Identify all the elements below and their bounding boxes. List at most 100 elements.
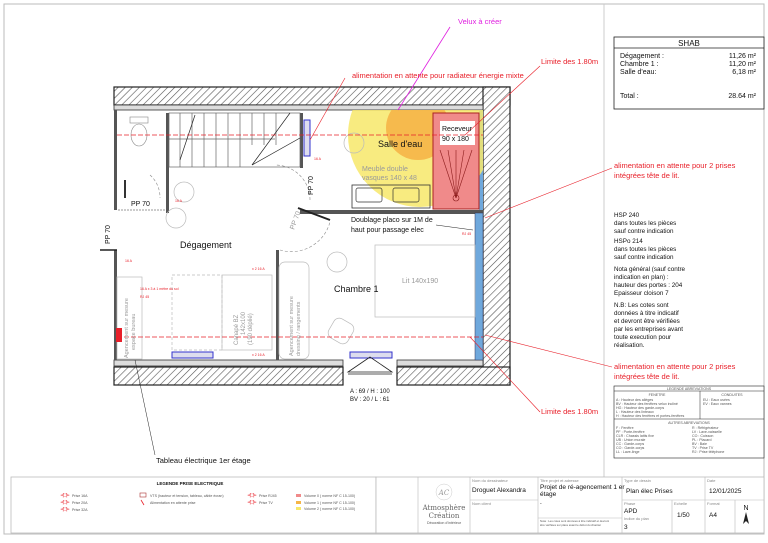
partition-bathroom <box>300 210 483 214</box>
bed <box>374 244 476 318</box>
wall-top <box>113 86 511 106</box>
designer-name: Droguet Alexandra <box>472 487 526 494</box>
staircase <box>168 112 301 168</box>
velux-note: Velux à créer <box>458 17 502 26</box>
sink-right <box>392 187 420 203</box>
svg-text:toute execution pour: toute execution pour <box>614 334 671 341</box>
north-label: N <box>743 505 748 512</box>
plan-index: 3 <box>624 524 628 531</box>
shower-label-bg <box>440 121 475 145</box>
drawing-type: Plan élec Prises <box>626 488 673 495</box>
svg-text:H : Hauteur des fenêtres et po: H : Hauteur des fenêtres et portes-fenêt… <box>616 414 685 418</box>
svg-text:VTS (hauteur et tension, table: VTS (hauteur et tension, tableau, câble … <box>150 494 224 498</box>
electrical-legend: LEGENDE PRISE ELECTRIQUE ⊰⊱⊰⊱⊰⊱⊰⊱⊰⊱ Pris… <box>10 476 377 534</box>
scale: 1/50 <box>677 512 690 519</box>
svg-text:hauteur des portes : 204: hauteur des portes : 204 <box>614 282 683 289</box>
svg-text:-: - <box>540 501 542 507</box>
svg-text:CC : Garde-corps: CC : Garde-corps <box>616 442 644 446</box>
velux-window-bottom <box>346 356 394 375</box>
svg-text:Prise TV: Prise TV <box>259 501 273 505</box>
shab-table: SHAB Dégagement : 11,26 m² Chambre 1 : 1… <box>613 36 765 110</box>
svg-text:Date: Date <box>707 478 716 483</box>
svg-text:espace bureau: espace bureau <box>131 314 137 350</box>
door-label-bathroom: PP 70 <box>308 176 315 195</box>
svg-text:Prise RJ45: Prise RJ45 <box>259 494 277 498</box>
vanity-size: vasques 140 x 48 <box>362 175 417 182</box>
svg-text:(190 déplié): (190 déplié) <box>248 313 254 345</box>
socket-rj45-hallway: RJ 45 <box>140 295 149 299</box>
svg-text:être vérifiées sur place avant: être vérifiées sur place avant le début … <box>540 523 601 527</box>
svg-text:Titre projet et adresse: Titre projet et adresse <box>540 478 580 483</box>
electrical-panel <box>116 328 122 342</box>
socket-16a-bathroom: 16 A <box>314 157 322 161</box>
partition-bedroom <box>276 250 279 360</box>
shab-label: Salle d'eau: <box>620 69 656 76</box>
svg-text:F : Fenêtre: F : Fenêtre <box>616 426 634 430</box>
svg-text:L : Hauteur des linteaux: L : Hauteur des linteaux <box>616 410 654 414</box>
shab-value: 11,20 m² <box>729 61 757 68</box>
storage-left <box>116 276 143 360</box>
socket-16a-wc: 16 A <box>175 199 183 203</box>
storage-bedroom <box>278 261 310 360</box>
svg-text:142x100: 142x100 <box>241 311 247 335</box>
svg-text:Indice du plan: Indice du plan <box>624 516 649 521</box>
shab-total-value: 28.64 m² <box>728 93 756 100</box>
svg-text:HG : Hauteur des garde-corps: HG : Hauteur des garde-corps <box>616 406 664 410</box>
svg-text:LV : Lave-vaisselle: LV : Lave-vaisselle <box>692 430 722 434</box>
svg-text:CLR : Chassis lattis fixe: CLR : Chassis lattis fixe <box>616 434 654 438</box>
svg-text:Agencement sur mesure: Agencement sur mesure <box>124 298 130 358</box>
svg-text:Epaisseur cloison 7: Epaisseur cloison 7 <box>614 290 669 297</box>
svg-text:Nom du dessinateur: Nom du dessinateur <box>472 478 508 483</box>
svg-text:N.B: Les cotes sont: N.B: Les cotes sont <box>614 302 669 309</box>
svg-text:réalisation.: réalisation. <box>614 342 645 349</box>
sink-left <box>355 187 383 203</box>
svg-text:Echelle: Echelle <box>674 501 688 506</box>
svg-text:dans toutes les pièces: dans toutes les pièces <box>614 220 676 227</box>
shab-value: 6,18 m² <box>732 69 756 76</box>
lining-note-2: haut pour passage elec <box>351 227 424 234</box>
svg-text:CONDUITES: CONDUITES <box>721 393 743 397</box>
vanity-label: Meuble double <box>362 166 408 173</box>
svg-text:PF : Porte-fenêtre: PF : Porte-fenêtre <box>616 430 645 434</box>
title-block: AC Atmosphère Création Décoration d'inté… <box>375 476 765 534</box>
svg-text:Prise 20A: Prise 20A <box>72 501 88 505</box>
shab-value: 11,26 m² <box>729 53 757 60</box>
limit-note-bottom: Limite des 1.80m <box>541 407 598 416</box>
svg-text:⊰⊱: ⊰⊱ <box>60 492 70 499</box>
svg-text:TV : Prise TV: TV : Prise TV <box>692 446 714 450</box>
socket-markers: 16 A 16 A 16 A x 2 16 A x 2 16 A RJ 45 1… <box>125 157 471 357</box>
svg-text:PL : Placard: PL : Placard <box>692 438 711 442</box>
bed-sockets-note-bottom-2: intégrées tête de lit. <box>614 372 679 381</box>
svg-text:et devront être vérifiées: et devront être vérifiées <box>614 318 680 325</box>
radiator-hallway <box>171 351 214 359</box>
wall-left-upper <box>114 110 117 210</box>
svg-text:HSPo 214: HSPo 214 <box>614 238 643 245</box>
svg-text:Volume 0 ( norme NF C 15-100): Volume 0 ( norme NF C 15-100) <box>304 494 355 498</box>
project-title-2: étage <box>540 491 557 498</box>
svg-text:sauf contre indication: sauf contre indication <box>614 228 674 235</box>
svg-text:FENETRE: FENETRE <box>649 393 666 397</box>
radiator-feed-note: alimentation en attente pour radiateur é… <box>352 71 524 80</box>
svg-text:RJ : Prise téléphone: RJ : Prise téléphone <box>692 450 724 454</box>
svg-text:⊰⊱: ⊰⊱ <box>247 499 257 506</box>
shab-label: Chambre 1 : <box>620 61 659 68</box>
svg-text:HSP 240: HSP 240 <box>614 212 640 219</box>
room-label-hallway: Dégagement <box>180 240 232 250</box>
svg-text:Nota général (sauf contre: Nota général (sauf contre <box>614 266 686 273</box>
shower-drain-lines <box>439 149 473 202</box>
svg-text:Volume 1 ( norme NF C 15-100): Volume 1 ( norme NF C 15-100) <box>304 501 355 505</box>
project-title-1: Projet de ré-agencement 1 er <box>540 484 625 491</box>
shab-label: Dégagement : <box>620 53 664 60</box>
svg-text:sauf contre indication: sauf contre indication <box>614 254 674 261</box>
logo-tagline: Décoration d'intérieur <box>427 521 462 525</box>
svg-text:⊰⊱: ⊰⊱ <box>60 506 70 513</box>
socket-16a-hallway: 16 A <box>125 259 133 263</box>
window-dims-1: A : 69 / H : 100 <box>350 389 390 395</box>
electrical-panel-note: Tableau électrique 1er étage <box>156 456 251 465</box>
socket-2x16a-upper: x 2 16 A <box>252 267 265 271</box>
svg-text:LEGENDE ABREVIATIONS: LEGENDE ABREVIATIONS <box>667 387 712 391</box>
svg-text:Prise 16A: Prise 16A <box>72 494 88 498</box>
velux-leader <box>397 26 451 111</box>
